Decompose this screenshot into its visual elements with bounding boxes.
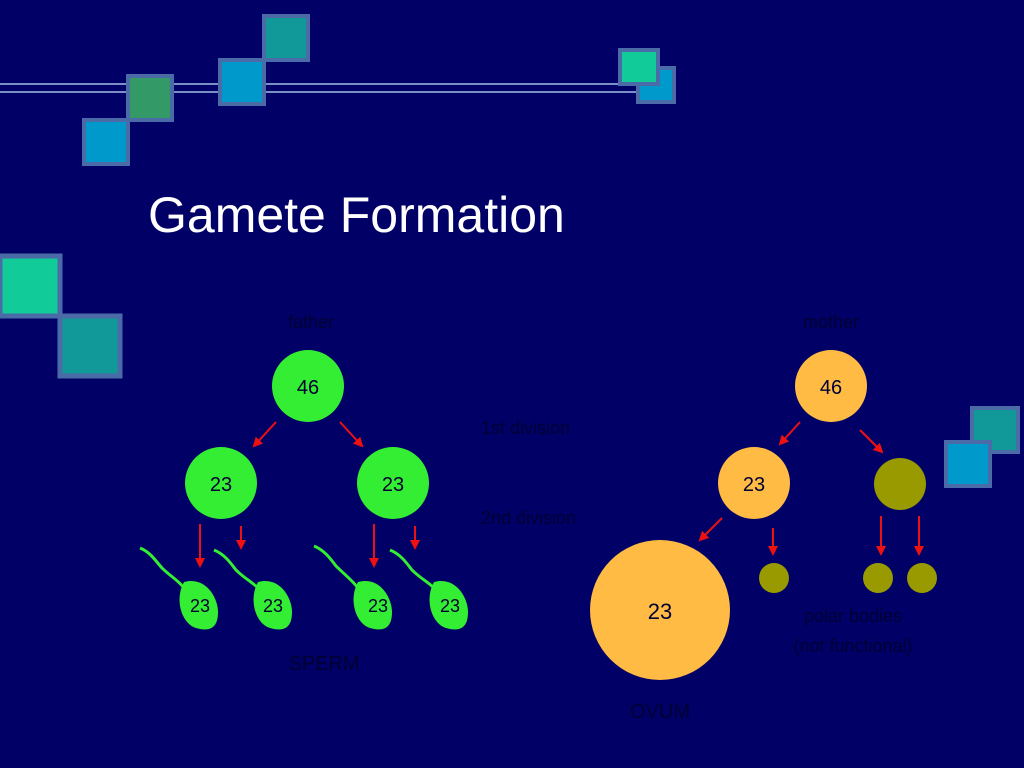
decor-square xyxy=(618,48,660,86)
diagram-labels: father mother 1st division 2nd division … xyxy=(288,312,913,723)
father-parent-cell xyxy=(272,350,344,422)
polar-bodies-label: polar bodies xyxy=(804,606,902,626)
father-daughter-cell xyxy=(357,447,429,519)
father-label: father xyxy=(288,312,334,332)
decor-square xyxy=(126,74,174,122)
first-division-label: 1st division xyxy=(481,418,570,438)
mother-daughter-cell-label: 23 xyxy=(743,474,765,496)
ovum-cell-label: 23 xyxy=(648,599,672,624)
mother-daughter-cell xyxy=(718,447,790,519)
mother-tree: 46 23 23 xyxy=(590,350,937,680)
decor-square xyxy=(0,253,63,319)
second-division-label: 2nd division xyxy=(481,508,576,528)
polar-body xyxy=(759,563,789,593)
polar-body xyxy=(863,563,893,593)
father-arrow xyxy=(252,421,277,448)
sperm-cell: 23 xyxy=(389,548,468,630)
sperm-label: SPERM xyxy=(288,653,359,675)
polar-body xyxy=(907,563,937,593)
ovum-cell xyxy=(590,540,730,680)
mother-parent-cell xyxy=(795,350,867,422)
mother-parent-cell-label: 46 xyxy=(820,377,842,399)
sperm-cell-label: 23 xyxy=(190,596,210,616)
decorative-header xyxy=(0,14,1020,488)
decor-square xyxy=(82,118,130,166)
father-daughter-cell-label: 23 xyxy=(210,474,232,496)
decor-square xyxy=(970,406,1020,454)
sperm-cell: 23 xyxy=(313,544,392,630)
father-daughter-cell-label: 23 xyxy=(382,474,404,496)
mother-arrow xyxy=(859,429,884,454)
first-polar-body xyxy=(874,458,926,510)
polar-bodies-note: (not functional) xyxy=(793,636,912,656)
decor-square xyxy=(944,440,992,488)
father-arrow xyxy=(339,421,364,448)
father-parent-cell-label: 46 xyxy=(297,377,319,399)
decor-square xyxy=(218,58,266,106)
sperm-cell: 23 xyxy=(213,548,292,630)
ovum-label: OVUM xyxy=(630,701,690,723)
father-daughter-cell xyxy=(185,447,257,519)
decor-square xyxy=(262,14,310,62)
sperm-cell-label: 23 xyxy=(263,596,283,616)
mother-arrow xyxy=(698,517,723,542)
mother-arrow xyxy=(778,421,801,446)
sperm-cell-label: 23 xyxy=(368,596,388,616)
sperm-cell: 23 xyxy=(139,546,218,630)
slide-title: Gamete Formation xyxy=(148,187,565,243)
mother-label: mother xyxy=(803,312,859,332)
father-tree: 46 23 23 23 23 xyxy=(139,350,468,630)
decor-square xyxy=(57,313,123,379)
sperm-cell-label: 23 xyxy=(440,596,460,616)
